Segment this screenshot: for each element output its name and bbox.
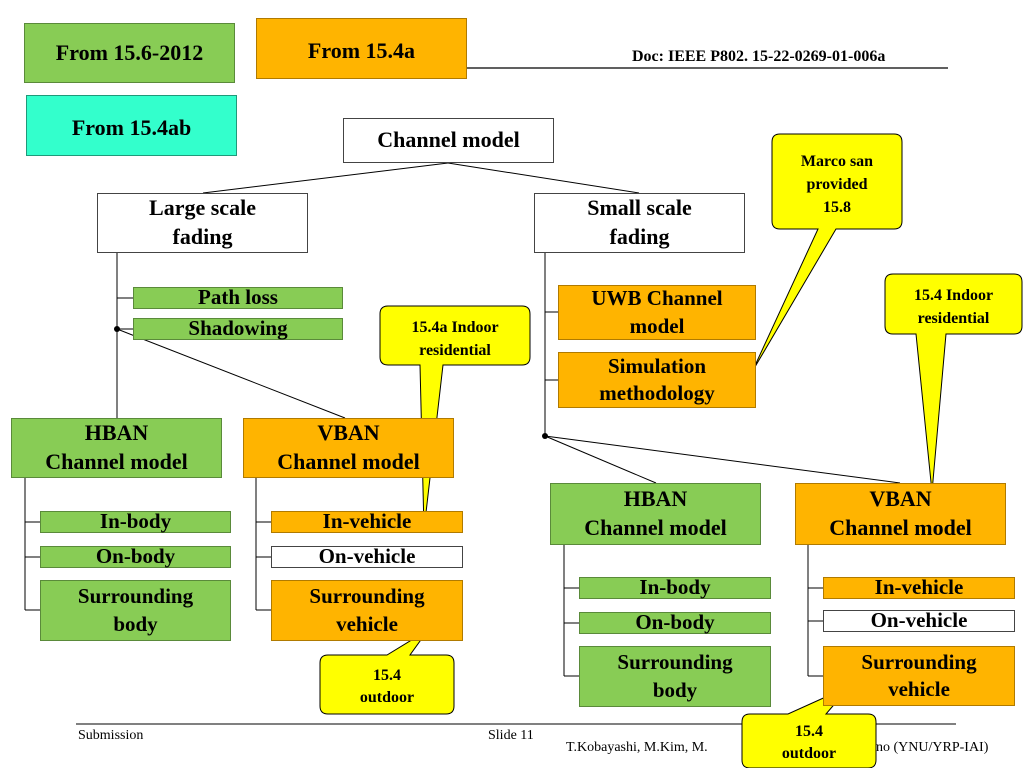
path-loss-box: Path loss (133, 285, 343, 310)
left-vban-surrounding-line-1: Surrounding (309, 584, 425, 609)
path-loss-label: Path loss (198, 285, 278, 310)
right-vban-on-vehicle-box: On-vehicle (823, 608, 1015, 633)
callout-15-4a-indoor-line-1: 15.4a Indoor (411, 319, 499, 336)
left-vban-on-vehicle-box: On-vehicle (271, 544, 463, 569)
right-hban-surrounding-body-box: Surrounding body (579, 646, 771, 707)
source-15-6-label: From 15.6-2012 (55, 39, 204, 65)
callout-marco-line-2: provided (806, 176, 868, 194)
left-hban-on-body-box: On-body (40, 544, 231, 569)
small-scale-title-line-2: fading (609, 224, 670, 249)
right-hban-title-line-1: HBAN (623, 486, 688, 512)
callout-outdoor-left-line-1: 15.4 (373, 667, 401, 684)
callout-15-4-indoor-text: 15.4 Indoor residential (885, 284, 1022, 330)
left-vban-on-vehicle-label: On-vehicle (318, 544, 416, 569)
footer-authors: T.Kobayashi, M.Kim, M. (566, 740, 708, 755)
shadowing-label: Shadowing (188, 316, 288, 341)
footer-slide-number: Slide 11 (488, 728, 534, 743)
source-15-4a-label: From 15.4a (307, 38, 416, 63)
left-hban-surrounding-line-2: body (113, 611, 158, 636)
right-hban-on-body-box: On-body (579, 610, 771, 635)
source-15-4ab-label: From 15.4ab (71, 115, 192, 140)
right-vban-title-line-1: VBAN (869, 486, 932, 512)
right-vban-surrounding-line-1: Surrounding (861, 649, 977, 674)
right-hban-surrounding-line-1: Surrounding (617, 650, 733, 675)
source-15-4ab-box: From 15.4ab (26, 95, 237, 156)
right-vban-in-vehicle-label: In-vehicle (874, 575, 964, 600)
callout-marco-line-3: 15.8 (823, 199, 851, 217)
callout-marco-text: Marco san provided 15.8 (772, 150, 902, 220)
right-hban-surrounding-line-2: body (652, 677, 698, 702)
small-scale-fading-box: Small scale fading (534, 193, 745, 253)
right-hban-box: HBAN Channel model (550, 483, 761, 545)
right-vban-in-vehicle-box: In-vehicle (823, 575, 1015, 600)
left-vban-title-line-1: VBAN (317, 420, 380, 446)
left-hban-on-body-label: On-body (95, 544, 176, 569)
left-hban-in-body-label: In-body (99, 509, 172, 534)
right-vban-box: VBAN Channel model (795, 483, 1006, 545)
callout-outdoor-right-line-1: 15.4 (795, 723, 823, 740)
shadowing-box: Shadowing (133, 316, 343, 341)
callout-outdoor-left-line-2: outdoor (359, 689, 415, 707)
simulation-title-line-1: Simulation (607, 353, 707, 378)
right-vban-surrounding-vehicle-box: Surrounding vehicle (823, 646, 1015, 706)
callout-outdoor-right-text: 15.4 outdoor (742, 721, 876, 766)
source-15-4a-box: From 15.4a (256, 18, 467, 79)
left-hban-box: HBAN Channel model (11, 418, 222, 478)
callout-15-4-indoor-shape (884, 273, 1023, 493)
left-vban-surrounding-line-2: vehicle (336, 611, 398, 636)
left-hban-title-line-2: Channel model (45, 449, 188, 474)
doc-header: Doc: IEEE P802. 15-22-0269-01-006a (632, 48, 886, 65)
left-vban-surrounding-vehicle-box: Surrounding vehicle (271, 580, 463, 641)
left-vban-box: VBAN Channel model (243, 418, 454, 478)
left-hban-in-body-box: In-body (40, 509, 231, 534)
callout-outdoor-right-line-2: outdoor (781, 745, 837, 763)
large-scale-title-line-1: Large scale (149, 195, 256, 221)
uwb-title-line-2: model (629, 313, 685, 338)
callout-15-4-indoor-line-1: 15.4 Indoor (913, 287, 994, 304)
left-hban-title-line-1: HBAN (84, 420, 149, 446)
uwb-title-line-1: UWB Channel (591, 286, 723, 311)
channel-model-root-label: Channel model (377, 127, 520, 153)
uwb-channel-model-box: UWB Channel model (558, 285, 756, 340)
callout-15-4a-indoor-line-2: residential (419, 342, 491, 360)
callout-marco-shape (751, 133, 903, 373)
small-scale-title-line-1: Small scale (587, 195, 692, 221)
simulation-title-line-2: methodology (599, 381, 715, 405)
channel-model-root: Channel model (343, 118, 554, 163)
large-scale-fading-box: Large scale fading (97, 193, 308, 253)
right-vban-surrounding-line-2: vehicle (888, 677, 950, 701)
footer-authors-tail: no (YNU/YRP-IAI) (876, 740, 989, 755)
left-vban-title-line-2: Channel model (277, 449, 420, 474)
callout-marco-line-1: Marco san (800, 153, 874, 170)
callout-outdoor-left-text: 15.4 outdoor (320, 665, 454, 710)
left-vban-in-vehicle-label: In-vehicle (322, 509, 412, 534)
right-vban-title-line-2: Channel model (829, 515, 972, 540)
right-hban-on-body-label: On-body (635, 610, 715, 635)
left-hban-surrounding-body-box: Surrounding body (40, 580, 231, 641)
left-vban-in-vehicle-box: In-vehicle (271, 509, 463, 534)
callout-15-4a-indoor-text: 15.4a Indoor residential (380, 316, 530, 362)
footer-submission: Submission (78, 728, 144, 743)
right-hban-title-line-2: Channel model (584, 515, 727, 540)
callout-outdoor-left-shape (319, 629, 455, 715)
right-vban-on-vehicle-label: On-vehicle (870, 608, 968, 633)
callout-15-4-indoor-line-2: residential (917, 310, 990, 328)
large-scale-title-line-2: fading (172, 224, 233, 249)
right-hban-in-body-box: In-body (579, 575, 771, 600)
left-hban-surrounding-line-1: Surrounding (77, 584, 194, 609)
simulation-methodology-box: Simulation methodology (558, 352, 756, 408)
source-15-6-box: From 15.6-2012 (24, 23, 235, 83)
right-hban-in-body-label: In-body (639, 575, 711, 600)
